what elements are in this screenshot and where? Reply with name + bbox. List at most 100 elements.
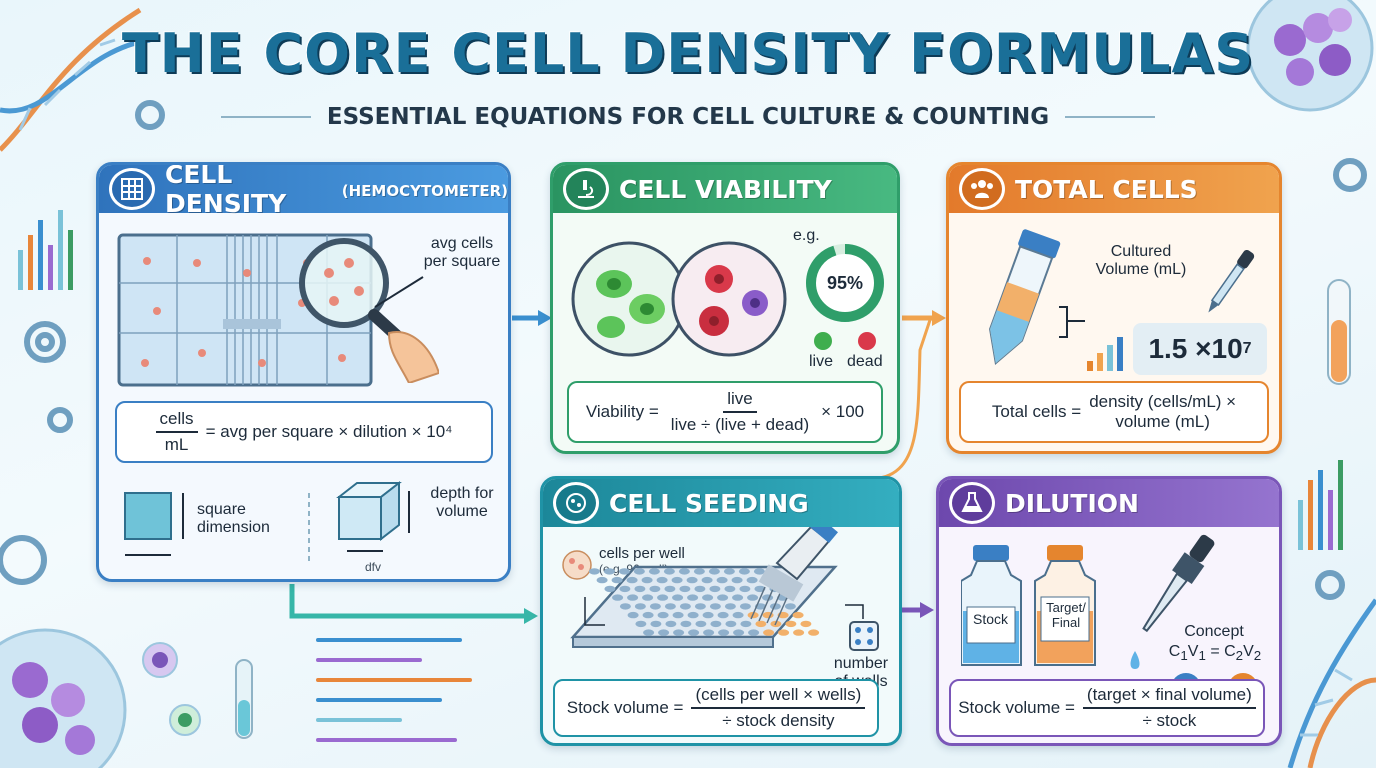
bottles-illustration [961,545,1096,666]
dfv-label: dfv [365,560,382,574]
formula-numerator: (target × final volume) [1082,685,1256,709]
formula-fraction: live live ÷ (live + dead) [667,389,813,435]
formula-numerator: (cells per well × wells) [691,685,866,709]
well [732,594,744,601]
well [753,568,765,575]
live-label: live [809,353,834,370]
well [693,568,705,575]
volume-cube-icon [336,480,410,552]
people-icon [959,168,1005,210]
well [634,603,646,610]
dilution-card: DILUTION Stock Target/ Final [936,476,1282,746]
well [708,568,720,575]
well [588,568,600,575]
well [808,629,820,636]
live-dead-legend [814,332,876,350]
stock-label: Stock [973,611,1009,627]
live-dead-cells-illustration [571,241,787,357]
well [747,594,759,601]
well [793,629,805,636]
well [740,620,752,628]
cell-viability-card: CELL VIABILITY e.g. 95% live dead Viabil… [550,162,900,454]
well [596,576,608,584]
well [672,594,684,601]
well [641,576,653,584]
cell-cluster-icon [1246,0,1374,112]
well [701,576,713,584]
cell-seeding-header: CELL SEEDING [543,479,899,527]
microscope-icon [563,168,609,210]
well [665,620,677,628]
formula-rhs: = avg per square × dilution × 10⁴ [205,422,453,441]
cells-per-well-label: cells per well [599,545,685,562]
dna-helix-icon [0,7,151,152]
well [717,594,729,601]
petri-dish-icon [553,482,599,524]
well [642,594,654,601]
well [657,594,669,601]
dead-dot [858,332,876,350]
well [663,568,675,575]
well [792,611,804,619]
well [709,585,721,593]
cell-density-formula: cells mL = avg per square × dilution × 1… [115,401,493,463]
cell-seeding-card: CELL SEEDING cells per well (e.g. 96-wel… [540,476,902,746]
gear-icon [0,100,165,585]
well [748,629,760,636]
cultured-volume-label: Cultured Volume (mL) [1095,243,1187,279]
well [755,620,767,628]
pipette-icon [1130,534,1215,669]
formula-fraction: (target × final volume) ÷ stock [1082,685,1256,731]
well [642,611,654,619]
well [694,603,706,610]
formula-denominator: ÷ stock density [722,711,835,730]
well [716,576,728,584]
well [718,629,730,636]
cell-seeding-title: CELL SEEDING [609,488,809,518]
total-cells-title: TOTAL CELLS [1015,174,1198,204]
well [664,585,676,593]
multi-well-icon [849,621,879,651]
well [658,629,670,636]
dilution-header: DILUTION [939,479,1279,527]
well [695,620,707,628]
well [680,620,692,628]
gear-icon [1315,158,1367,600]
cell-density-subtitle: (HEMOCYTOMETER) [341,182,508,200]
square-dimension-icon [124,492,184,556]
formula-numerator: cells [155,409,198,433]
well [643,629,655,636]
well [739,603,751,610]
well [619,603,631,610]
cell-seeding-body: cells per well (e.g. 96-well) number of … [543,527,899,743]
concept-label: Concept [1184,623,1244,640]
well [679,603,691,610]
well [633,568,645,575]
conical-tube-icon [989,229,1061,365]
magnifier-label: avg cells per square [423,235,501,271]
depth-volume-label: depth for volume [430,485,494,521]
cell-density-header: CELL DENSITY (HEMOCYTOMETER) [99,165,508,218]
dilution-body: Stock Target/ Final Concept C1V1 = C2V2 … [939,527,1279,743]
well [724,603,736,610]
wells [588,568,820,636]
cell-viability-title: CELL VIABILITY [619,174,832,204]
well [626,576,638,584]
line-decoration [316,638,472,742]
well [754,585,766,593]
cell-seeding-formula: Stock volume = (cells per well × wells) … [553,679,879,737]
formula-denominator: live ÷ (live + dead) [670,415,810,434]
flask-icon [949,482,995,524]
live-dot [814,332,832,350]
formula-numerator: live [723,389,757,413]
well [769,603,781,610]
well [784,603,796,610]
formula-lhs: Viability = [585,402,659,421]
well [746,576,758,584]
total-count-base: 1.5 ×10 [1148,333,1243,364]
well [619,585,631,593]
divider [1065,116,1156,118]
well [724,585,736,593]
